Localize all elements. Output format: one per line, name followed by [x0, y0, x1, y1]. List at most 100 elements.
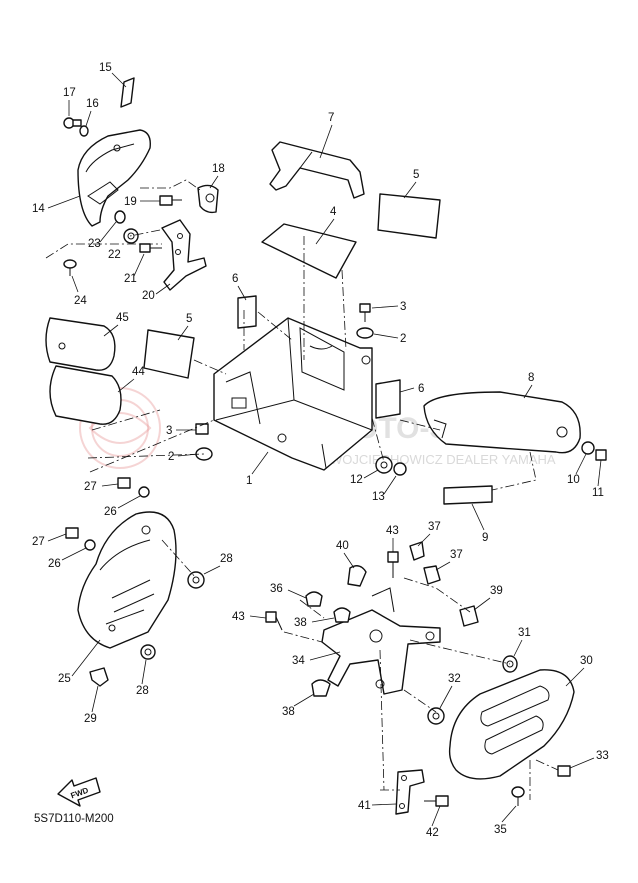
part-3-bolt-left[interactable]: 3 — [166, 423, 209, 437]
callout-number: 3 — [400, 301, 406, 313]
part-34-stay[interactable]: 34 — [292, 587, 441, 695]
callout-number: 8 — [528, 372, 534, 384]
callout-number: 16 — [86, 98, 99, 110]
callout-number: 40 — [336, 540, 349, 552]
part-39-clip[interactable]: 39 — [459, 585, 503, 627]
part-37-clip-upper[interactable]: 37 — [409, 521, 441, 561]
part-26-washer-upper[interactable]: 26 — [104, 486, 150, 518]
callout-number: 36 — [270, 583, 283, 595]
callout-number: 43 — [232, 611, 245, 623]
callout-number: 17 — [63, 87, 76, 99]
part-5-pad-left[interactable]: 5 — [143, 313, 195, 379]
part-13-collar[interactable]: 13 — [372, 462, 407, 503]
callout-number: 34 — [292, 655, 305, 667]
part-21-bolt[interactable]: 21 — [124, 243, 162, 285]
callout-number: 19 — [124, 196, 137, 208]
part-27-bolt-lower[interactable]: 27 — [32, 527, 79, 548]
callout-number: 11 — [592, 487, 604, 499]
callout-number: 37 — [428, 521, 441, 533]
callout-number: 38 — [282, 706, 295, 718]
part-27-bolt-upper[interactable]: 27 — [84, 477, 131, 493]
part-35-screw[interactable]: 35 — [494, 786, 525, 836]
callout-number: 42 — [426, 827, 439, 839]
part-6-pad-left[interactable]: 6 — [232, 273, 257, 329]
callout-number: 2 — [168, 451, 174, 463]
callout-number: 5 — [413, 169, 419, 181]
callout-number: 12 — [350, 474, 363, 486]
part-18-bracket[interactable]: 18 — [197, 163, 225, 214]
callout-number: 14 — [32, 203, 45, 215]
part-38-clamp-lower[interactable]: 38 — [282, 679, 331, 718]
part-17-screw[interactable]: 17 — [63, 87, 82, 129]
part-14-side-cover[interactable]: 14 — [32, 129, 151, 227]
part-32-grommet[interactable]: 32 — [427, 673, 461, 725]
callout-number: 31 — [518, 627, 531, 639]
callout-number: 37 — [450, 549, 463, 561]
part-42-bolt[interactable]: 42 — [424, 795, 449, 839]
part-20-stay[interactable]: 20 — [142, 219, 207, 302]
part-9-pad[interactable]: 9 — [443, 485, 493, 544]
part-43-bolt-lower[interactable]: 43 — [232, 611, 283, 631]
part-24-clip[interactable]: 24 — [63, 259, 87, 307]
part-45-reflector[interactable]: 45 — [45, 312, 129, 371]
diagram-code: 5S7D110-M200 — [34, 813, 114, 825]
callout-number: 4 — [330, 206, 337, 218]
part-36-clamp[interactable]: 36 — [270, 583, 323, 607]
callout-number: 45 — [116, 312, 129, 324]
part-38-clamp-upper[interactable]: 38 — [294, 607, 351, 629]
part-37-clip-lower[interactable]: 37 — [423, 549, 463, 585]
part-6-pad-right[interactable]: 6 — [375, 379, 424, 419]
part-43-bolt-upper[interactable]: 43 — [386, 525, 399, 578]
callout-number: 33 — [596, 750, 609, 762]
part-31-grommet[interactable]: 31 — [502, 627, 531, 673]
part-7-stay[interactable]: 7 — [269, 112, 365, 199]
callout-number: 22 — [108, 249, 121, 261]
callout-number: 29 — [84, 713, 97, 725]
part-1-battery-box[interactable]: 1 — [213, 317, 373, 487]
part-22-grommet[interactable]: 22 — [108, 228, 139, 261]
callout-number: 1 — [246, 475, 252, 487]
part-19-bolt[interactable]: 19 — [124, 195, 182, 208]
fwd-arrow-icon: FWD — [57, 777, 101, 807]
part-29-clip[interactable]: 29 — [84, 667, 109, 725]
callout-number: 38 — [294, 617, 307, 629]
callout-number: 6 — [232, 273, 238, 285]
part-3-bolt-upper[interactable]: 3 — [359, 301, 406, 322]
part-26-washer-lower[interactable]: 26 — [48, 539, 96, 570]
part-44-reflector[interactable]: 44 — [49, 365, 145, 425]
callout-number: 20 — [142, 290, 155, 302]
callout-number: 10 — [567, 474, 580, 486]
part-5-pad-right[interactable]: 5 — [377, 169, 441, 239]
callout-number: 32 — [448, 673, 461, 685]
callout-number: 2 — [400, 333, 406, 345]
watermark-tagline: WOJCIECHOWICZ DEALER YAMAHA — [330, 452, 556, 467]
part-4-pad[interactable]: 4 — [261, 206, 357, 279]
part-33-bolt[interactable]: 33 — [557, 750, 609, 777]
part-11-bolt[interactable]: 11 — [592, 449, 607, 499]
part-40-clamp[interactable]: 40 — [336, 540, 367, 587]
part-28-grommet-lower[interactable]: 28 — [136, 644, 156, 697]
part-25-cover[interactable]: 25 — [58, 511, 177, 685]
callout-number: 30 — [580, 655, 593, 667]
part-2-collar-left[interactable]: 2 — [168, 447, 213, 463]
part-15-decal[interactable]: 15 — [99, 62, 135, 108]
part-16-washer[interactable]: 16 — [79, 98, 99, 137]
part-10-collar[interactable]: 10 — [567, 441, 595, 486]
callout-number: 24 — [74, 295, 87, 307]
callout-number: 28 — [136, 685, 149, 697]
callout-number: 44 — [132, 366, 145, 378]
callout-number: 7 — [328, 112, 334, 124]
part-30-cover[interactable]: 30 — [448, 655, 593, 780]
part-28-grommet-upper[interactable]: 28 — [187, 553, 233, 589]
callout-number: 18 — [212, 163, 225, 175]
part-12-grommet[interactable]: 12 — [350, 456, 393, 486]
callout-number: 27 — [84, 481, 97, 493]
callout-number: 15 — [99, 62, 112, 74]
part-8-side-cover[interactable]: 8 — [423, 372, 581, 454]
callout-number: 43 — [386, 525, 399, 537]
callout-number: 28 — [220, 553, 233, 565]
part-41-bracket[interactable]: 41 — [358, 769, 425, 815]
part-2-collar-upper[interactable]: 2 — [356, 327, 406, 345]
callout-number: 26 — [104, 506, 117, 518]
